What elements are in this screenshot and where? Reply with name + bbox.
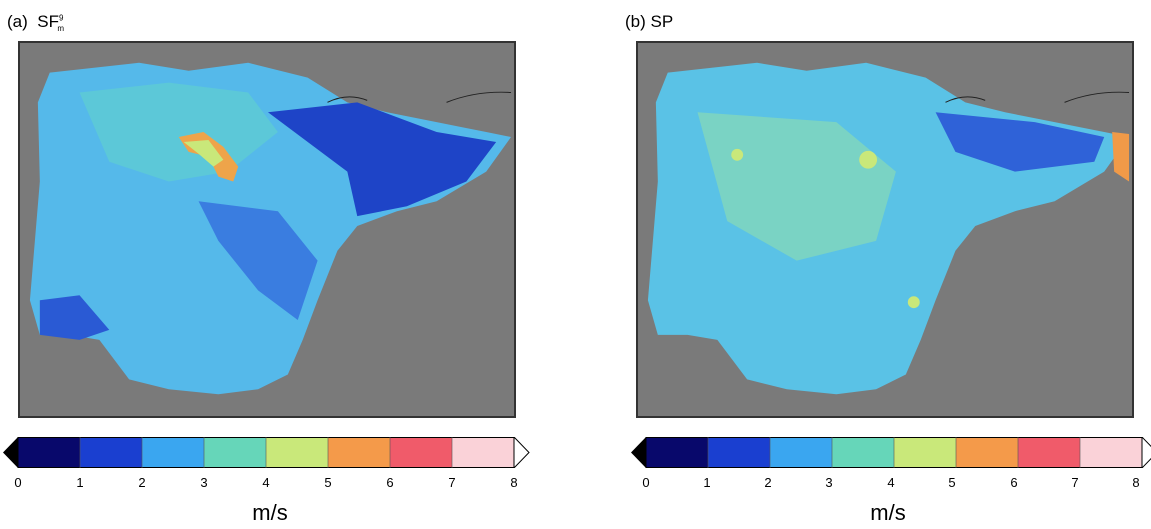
- region-yellow: [183, 139, 224, 167]
- tick-8: 8: [1132, 475, 1140, 490]
- colorbar-segment: [1018, 437, 1081, 468]
- panel-a-label-sup: 9: [58, 13, 64, 23]
- panel-a-title: (a) SF9m: [7, 12, 64, 33]
- panel-a-colorbar-svg: [3, 437, 530, 468]
- panel-a-unit: m/s: [252, 500, 288, 525]
- panel-b-unit: m/s: [870, 500, 906, 525]
- tick-8: 8: [510, 475, 518, 490]
- region-dark-blue-ne: [935, 112, 1105, 172]
- panel-a-map: [18, 41, 516, 418]
- tick-3: 3: [825, 475, 833, 490]
- colorbar-segment: [770, 437, 833, 468]
- region-yellow-spot-1: [859, 150, 878, 169]
- tick-0: 0: [14, 475, 22, 490]
- tick-1: 1: [703, 475, 711, 490]
- colorbar-extend-low: [631, 437, 646, 468]
- panel-a-label-main: SF: [37, 12, 59, 31]
- tick-4: 4: [887, 475, 895, 490]
- colorbar-segment: [956, 437, 1019, 468]
- tick-1: 1: [76, 475, 84, 490]
- region-teal-central: [697, 112, 896, 261]
- panel-a-label-prefix: (a): [7, 12, 28, 31]
- colorbar-segment: [452, 437, 515, 468]
- colorbar-segment: [646, 437, 709, 468]
- tick-4: 4: [262, 475, 270, 490]
- panel-b: (b) SP 0 1 2 3 4 5 6 7 8 m/s: [618, 0, 1151, 529]
- colorbar-segment: [142, 437, 205, 468]
- tick-6: 6: [1010, 475, 1018, 490]
- region-yellow-spot-3: [907, 296, 920, 309]
- region-yellow-spot-2: [731, 148, 744, 161]
- colorbar-segment: [266, 437, 329, 468]
- colorbar-extend-high: [1141, 437, 1151, 468]
- colorbar-segment: [390, 437, 453, 468]
- colorbar-extend-low: [3, 437, 18, 468]
- colorbar-extend-high: [513, 437, 530, 468]
- panel-b-map-image: [638, 43, 1132, 416]
- panel-a-label-sub: m: [57, 24, 65, 34]
- panel-b-colorbar: [621, 437, 1151, 468]
- panel-a-ticks: 0 1 2 3 4 5 6 7 8: [0, 475, 540, 495]
- panel-b-ticks: 0 1 2 3 4 5 6 7 8: [618, 475, 1151, 495]
- colorbar-segment: [18, 437, 81, 468]
- panel-b-title: (b) SP: [625, 12, 673, 32]
- region-orange-coast: [1112, 132, 1130, 182]
- tick-5: 5: [948, 475, 956, 490]
- tick-2: 2: [764, 475, 772, 490]
- colorbar-segment: [708, 437, 771, 468]
- region-mid-blue: [198, 201, 318, 321]
- coastline: [327, 91, 512, 103]
- tick-6: 6: [386, 475, 394, 490]
- panel-b-colorbar-svg: [631, 437, 1151, 468]
- tick-7: 7: [1071, 475, 1079, 490]
- tick-2: 2: [138, 475, 146, 490]
- panel-a: (a) SF9m 0 1 2 3 4 5 6 7 8 m/s: [0, 0, 540, 529]
- tick-7: 7: [448, 475, 456, 490]
- panel-b-label-prefix: (b): [625, 12, 646, 31]
- colorbar-segment: [204, 437, 267, 468]
- colorbar-segment: [328, 437, 391, 468]
- region-west-blue: [39, 295, 110, 340]
- colorbar-segment: [80, 437, 143, 468]
- tick-3: 3: [200, 475, 208, 490]
- panel-a-map-image: [20, 43, 514, 416]
- panel-b-label-main: SP: [650, 12, 674, 31]
- colorbar-segment: [832, 437, 895, 468]
- tick-5: 5: [324, 475, 332, 490]
- colorbar-segment: [894, 437, 957, 468]
- colorbar-segment: [1080, 437, 1143, 468]
- panel-a-colorbar: [3, 437, 539, 468]
- region-dark-blue-ne: [267, 102, 497, 217]
- coastline: [945, 91, 1130, 103]
- tick-0: 0: [642, 475, 650, 490]
- panel-b-map: [636, 41, 1134, 418]
